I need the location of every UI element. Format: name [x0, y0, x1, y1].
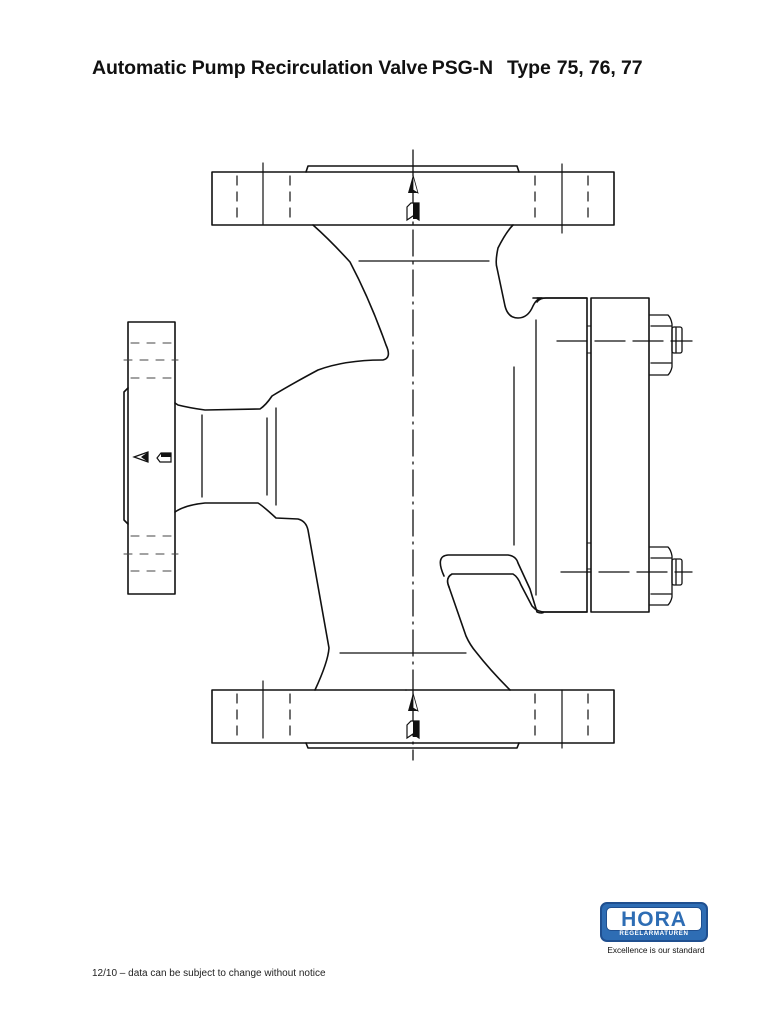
logo-brand: HORA	[621, 907, 687, 931]
title-type-label: Type	[507, 57, 551, 79]
valve-body	[174, 224, 588, 691]
bottom-nut	[649, 546, 683, 606]
footer-notice: 12/10 – data can be subject to change wi…	[92, 968, 326, 979]
logo-subtitle: REGELARMATUREN	[619, 930, 689, 937]
flow-arrow-bypass	[132, 451, 172, 463]
logo-tagline: Excellence is our standard	[607, 945, 705, 955]
title-model: PSG-N	[431, 57, 494, 79]
right-cover	[536, 297, 650, 613]
flow-arrow-top	[406, 174, 420, 222]
title-main: Automatic Pump Recirculation Valve	[92, 57, 428, 79]
center-lines	[412, 149, 693, 761]
top-nut	[649, 314, 683, 376]
hora-logo: HORA REGELARMATUREN Excellence is our st…	[600, 902, 712, 955]
left-flange	[123, 321, 179, 595]
title-type-values: 75, 76, 77	[556, 57, 643, 79]
flow-arrow-bottom	[406, 692, 420, 740]
logo-badge: HORA REGELARMATUREN	[600, 902, 708, 942]
